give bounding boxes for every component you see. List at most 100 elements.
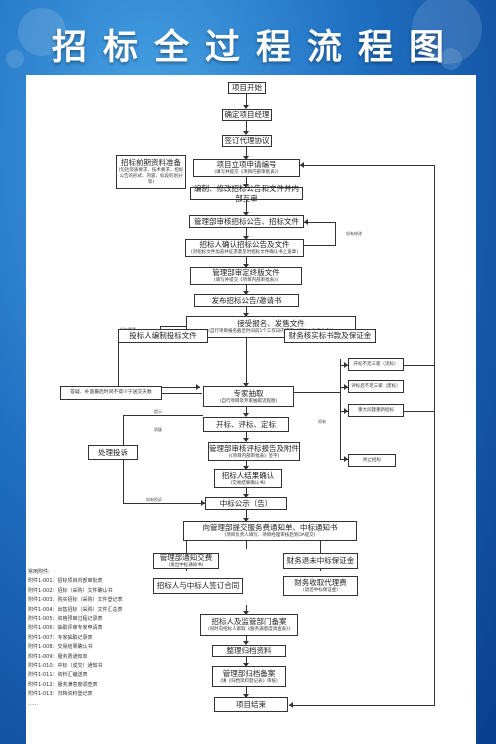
step-label: 财务退未中标保证金	[286, 556, 355, 565]
step-label: 向管理部提交服务费通知单、中标通知书	[202, 523, 338, 532]
attachments-heading: 常用附件:	[28, 569, 50, 575]
complaint-handle-label: 如有投诉	[146, 497, 162, 502]
step-announce: 中标公示（告）	[205, 497, 287, 510]
arrow-head	[196, 384, 200, 390]
attachment-item: 附件1-012：服务满意度调查表	[28, 681, 98, 688]
step-label: 招标人及监管部门备案	[211, 617, 287, 626]
step-label: 专家抽取	[233, 388, 264, 398]
arrow-head	[243, 518, 249, 522]
step-sublabel: (填写并提交《项目内部审批表》)	[214, 170, 279, 175]
arrow-head	[344, 362, 348, 368]
step-label: 管理部审定终版文件	[212, 268, 280, 277]
step-label: 签订代理协议	[224, 136, 270, 145]
arrow-head	[344, 384, 348, 390]
step-review-docs: 管理部审核招标公告、招标文件	[189, 215, 304, 228]
connector	[434, 165, 435, 705]
attachment-item: 附件1-003：购买招标（采购）文件登记表	[28, 597, 123, 604]
connector	[246, 121, 247, 134]
arrow-head	[243, 694, 249, 698]
arrow-head	[243, 156, 249, 160]
step-finalize-docs: 管理部审定终版文件(填写并提交《项目内部审批表》)	[190, 267, 302, 285]
other-label: 如有	[318, 419, 326, 424]
step-label: 答疑、补遗最后时间不得少于送交天数	[70, 390, 152, 395]
step-label: 招标人确认招标公告及文件	[199, 240, 290, 249]
attachment-item: 附件1-009：服务费通知单	[28, 653, 88, 660]
connector	[394, 411, 434, 412]
step-prep-materials: 招标前期资料准备(包括资质要求、技术要求、招标公告的形式、内容、标段的划分等)	[116, 155, 186, 189]
step-bid-docs: 投标人编制投标文件	[118, 329, 208, 343]
attachment-item: 附件1-004：出售招标（采购）文件汇总表	[28, 606, 123, 613]
connector	[123, 503, 205, 504]
arrow-head	[243, 184, 249, 188]
step-publish: 发布招标公告/邀请书	[194, 294, 299, 307]
connector	[246, 407, 247, 416]
connector	[246, 257, 247, 267]
step-notify-fee: 管理部通知交费(发出中标通知书)	[153, 553, 219, 569]
side-major-issue: 重大问题重新招标	[348, 404, 404, 417]
side-terminate: 终止招标	[348, 454, 396, 467]
arrow-head	[243, 264, 249, 268]
step-collect-fee: 财务收取代理费(退还中标保证金)	[283, 576, 358, 596]
arrow-head	[243, 438, 249, 442]
connector	[186, 537, 187, 553]
attachment-item: 附件1-006：抽取评审专家申请表	[28, 625, 103, 632]
step-sublabel: (退还中标保证金)	[302, 588, 338, 593]
step-label: 投标人编制投标文件	[129, 331, 197, 340]
attachments-items: 附件1-001：招标项目内部审批表附件1-002：招标（采购）文件确认书附件1-…	[28, 577, 123, 699]
attachment-item: 附件1-007：专家抽取记录表	[28, 634, 93, 641]
step-label: 项目结束	[236, 699, 266, 709]
arrow-head	[243, 291, 249, 295]
step-sign-contract: 招标人与中标人签订合同	[153, 578, 243, 594]
connector	[304, 222, 336, 223]
step-sign-agency: 签订代理协议	[222, 135, 272, 147]
side-label: 评标后不足三家（废标）	[351, 383, 401, 389]
step-file-record: 招标人及监管部门备案(同时向招标人索取《服务满意度调查表》)	[200, 614, 298, 636]
arrow-head	[243, 131, 249, 135]
connector	[123, 415, 203, 416]
attachment-item: 附件1-011：资料汇编送表	[28, 672, 88, 679]
connector	[246, 285, 247, 294]
step-label: 开标、评标、定标	[216, 419, 276, 429]
arrow-head	[243, 413, 249, 417]
step-sublabel: (包括资质要求、技术要求、招标公告的形式、内容、标段的划分等)	[118, 168, 184, 185]
arrow-head	[243, 212, 249, 216]
connector	[160, 326, 161, 329]
connector	[118, 343, 119, 387]
step-submit-notice: 向管理部提交服务费通知单、中标通知书(项目负责人填写、项目经理审核后到OA提交)	[183, 521, 357, 541]
attachment-item: 附件1-010：中标（成交）通知书	[28, 663, 103, 670]
step-label: 发布招标公告/邀请书	[211, 295, 282, 305]
arrow-head	[289, 702, 293, 708]
step-label: 中标公示（告）	[219, 498, 273, 508]
connector	[246, 605, 247, 614]
attachments-list: 常用附件: 附件1-001：招标项目内部审批表附件1-002：招标（采购）文件确…	[28, 568, 123, 709]
arrow-head	[243, 466, 249, 470]
arrow-head	[243, 663, 249, 667]
connector	[304, 245, 336, 246]
connector	[246, 200, 247, 215]
arrow-head	[243, 105, 249, 109]
step-project-apply: 项目立项申请编号(填写并提交《项目内部审批表》)	[193, 159, 300, 177]
connector	[394, 365, 434, 366]
connector	[246, 228, 247, 239]
step-sublabel: (填《归档资料登记表》审核)	[220, 678, 278, 684]
arrow-head	[243, 236, 249, 240]
attachment-item: 附件1-008：交易结果确认书	[28, 644, 93, 651]
attachments-ellipsis: ……	[28, 700, 38, 707]
step-sublabel: (同时向招标人索取《服务满意度调查表》)	[207, 627, 291, 632]
side-label: 开标不足三家（流标）	[353, 361, 399, 367]
step-label: 财务收取代理费	[294, 578, 347, 587]
step-organize-archive: 整理归档资料	[212, 645, 286, 657]
side-label: 终止招标	[363, 457, 381, 463]
arrow-head	[304, 219, 308, 225]
step-label: 项目立项申请编号	[216, 160, 277, 169]
connector	[300, 165, 434, 166]
connector	[246, 657, 247, 666]
step-label: 处理投诉	[98, 447, 128, 457]
connector	[162, 393, 202, 394]
step-finance-check: 财务核实标书款及保证金	[284, 329, 376, 343]
step-owner-confirm-docs: 招标人确认招标公告及文件(对招标文件加盖并征求意见时招标文件确认书上盖章)	[185, 239, 304, 257]
side-label: 重大问题重新招标	[358, 407, 394, 413]
connector	[123, 460, 124, 503]
step-label: 整理归档资料	[226, 646, 272, 655]
